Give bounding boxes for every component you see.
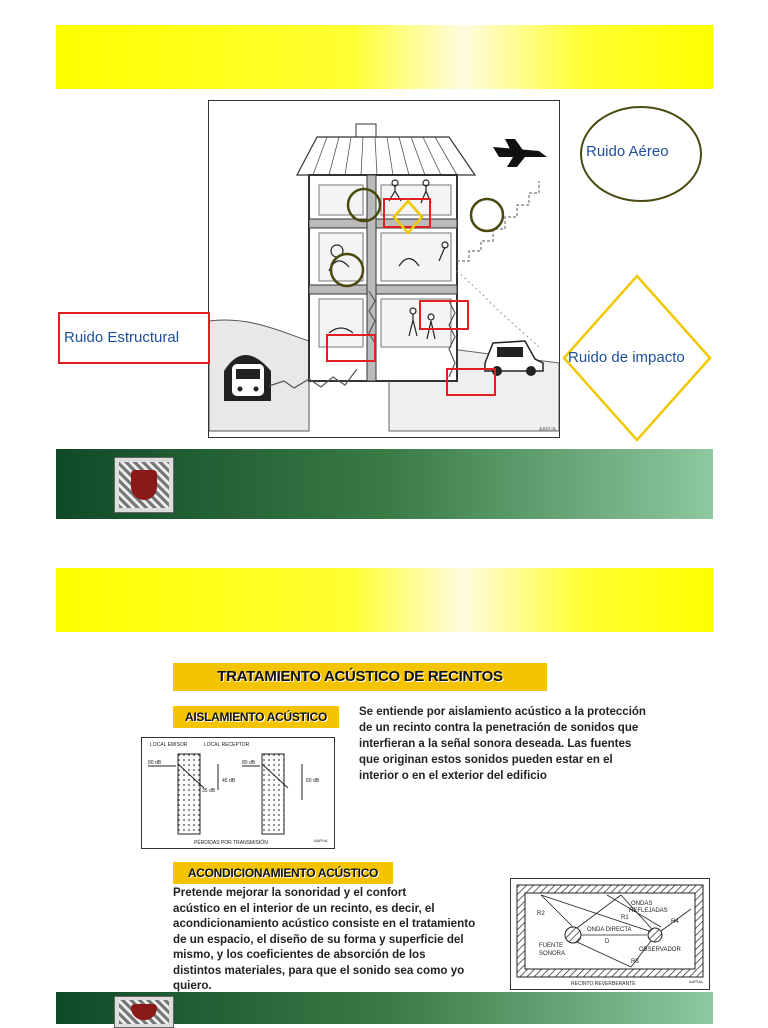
- svg-text:LOCAL RECEPTOR: LOCAL RECEPTOR: [204, 742, 250, 748]
- house-illustration: AAPUA: [208, 123, 560, 433]
- recinto-reverberante-diagram: ONDAS REFLEJADAS ONDA DIRECTA D FUENTE S…: [510, 878, 710, 990]
- slide2-footer-band: [56, 992, 713, 1028]
- svg-text:PÉRDIDAS POR TRANSMISIÓN: PÉRDIDAS POR TRANSMISIÓN: [194, 839, 268, 846]
- svg-text:R2: R2: [537, 911, 545, 917]
- svg-text:RECINTO REVERBERANTE: RECINTO REVERBERANTE: [571, 981, 636, 987]
- slide2-title: TRATAMIENTO ACÚSTICO DE RECINTOS: [173, 663, 547, 691]
- svg-text:AAPUA: AAPUA: [689, 979, 703, 984]
- label-ruido-aereo: Ruido Aéreo: [586, 143, 669, 160]
- svg-text:REFLEJADAS: REFLEJADAS: [629, 908, 668, 914]
- legend-estructural-box: [58, 312, 210, 364]
- legend-impacto-diamond: [562, 274, 712, 442]
- aislamiento-diagram: LOCAL EMISOR LOCAL RECEPTOR 80 dB 35 dB …: [141, 737, 335, 849]
- svg-text:AAPUA: AAPUA: [314, 838, 328, 843]
- acondicionamiento-text: Pretende mejorar la sonoridad y el confo…: [173, 886, 476, 992]
- label-ruido-estructural: Ruido Estructural: [64, 329, 180, 346]
- svg-text:45 dB: 45 dB: [222, 778, 236, 784]
- svg-text:ONDAS: ONDAS: [631, 901, 652, 907]
- svg-text:SONORA: SONORA: [539, 951, 565, 957]
- svg-text:35 dB: 35 dB: [202, 788, 216, 794]
- svg-text:AAPUA: AAPUA: [539, 427, 557, 433]
- transmission-loss-figure: LOCAL EMISOR LOCAL RECEPTOR 80 dB 35 dB …: [148, 742, 328, 846]
- svg-text:FUENTE: FUENTE: [539, 943, 563, 949]
- aislamiento-heading: AISLAMIENTO ACÚSTICO: [173, 706, 339, 728]
- aislamiento-text: Se entiende por aislamiento acústico a l…: [359, 706, 646, 782]
- svg-text:ONDA DIRECTA: ONDA DIRECTA: [587, 927, 632, 933]
- university-crest: [114, 457, 174, 513]
- house-noise-figure: AAPUA: [208, 100, 560, 438]
- svg-text:R1: R1: [621, 915, 629, 921]
- reverberant-room-figure: ONDAS REFLEJADAS ONDA DIRECTA D FUENTE S…: [516, 884, 704, 987]
- slide1-footer-band: [56, 449, 713, 519]
- slide1-title-band: [56, 25, 713, 89]
- svg-text:80 dB: 80 dB: [148, 760, 162, 766]
- svg-text:R3: R3: [631, 959, 639, 965]
- svg-text:60 dB: 60 dB: [306, 778, 320, 784]
- svg-text:OBSERVADOR: OBSERVADOR: [639, 947, 681, 953]
- svg-text:80 dB: 80 dB: [242, 760, 256, 766]
- acondicionamiento-heading: ACONDICIONAMIENTO ACÚSTICO: [173, 862, 393, 884]
- svg-text:D: D: [605, 939, 610, 945]
- legend-aereo-circle: [580, 106, 702, 202]
- label-ruido-impacto: Ruido de impacto: [568, 349, 685, 366]
- university-crest-2: [114, 996, 174, 1028]
- svg-text:R4: R4: [671, 919, 679, 925]
- slide2-title-band: [56, 568, 713, 632]
- svg-text:LOCAL EMISOR: LOCAL EMISOR: [150, 742, 188, 748]
